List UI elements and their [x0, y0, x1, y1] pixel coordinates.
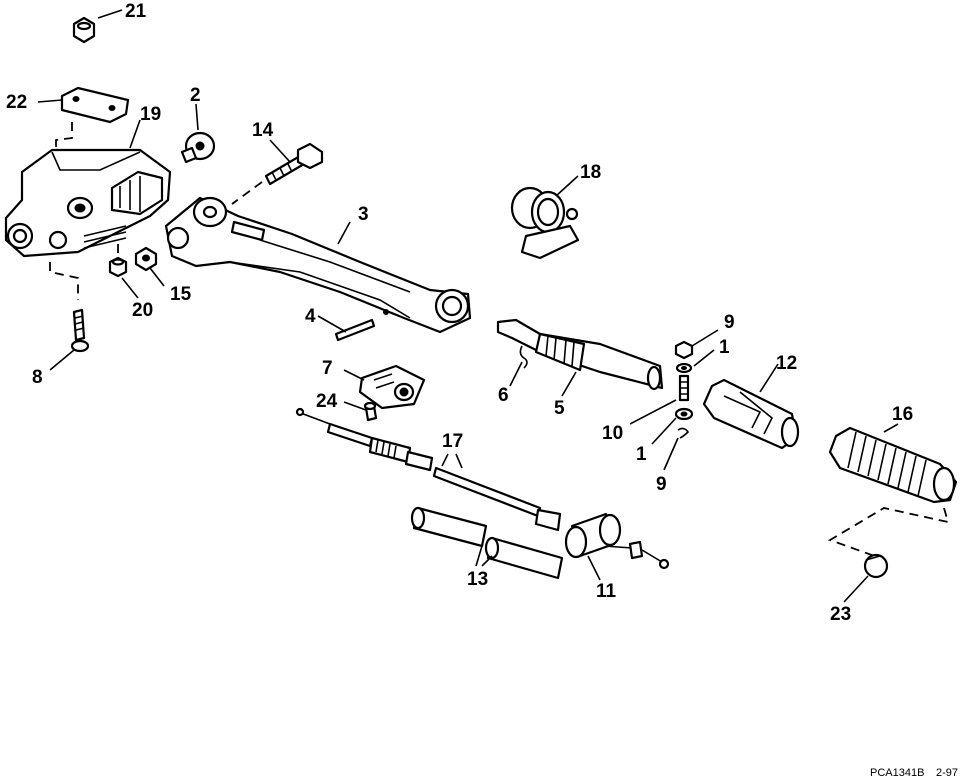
part-16-throttle-grip: [828, 426, 958, 504]
part-23-cap: [863, 553, 889, 579]
callout-9-upper: 9: [724, 312, 735, 333]
callout-23: 23: [830, 604, 851, 625]
callout-8: 8: [32, 367, 43, 388]
callout-6: 6: [498, 385, 509, 406]
figure-date: 2-97: [936, 767, 958, 779]
part-19-steering-bracket: [4, 148, 172, 258]
part-17-throttle-cable: [295, 407, 670, 570]
figure-code: PCA1341B: [870, 767, 924, 779]
part-4-pin: [334, 318, 376, 342]
callout-19: 19: [140, 104, 161, 125]
part-6-spring-clip: [519, 345, 528, 369]
callout-5: 5: [554, 398, 565, 419]
callout-3: 3: [358, 204, 369, 225]
part-21-nut: [72, 16, 96, 44]
part-5-throttle-shaft: [496, 318, 664, 391]
part-12-grip-insert: [702, 378, 800, 450]
part-13-sleeve-lower: [484, 536, 564, 580]
callout-14: 14: [252, 120, 274, 141]
part-13-sleeve-upper: [410, 506, 488, 548]
callout-10: 10: [602, 423, 623, 444]
part-7-bracket: [358, 364, 426, 410]
part-8-stud: [70, 308, 90, 353]
part-3-tiller-arm: [164, 196, 472, 334]
part-9-nut-upper: [674, 340, 694, 360]
part-1-washer-upper: [675, 362, 693, 374]
part-20-screw: [108, 256, 128, 278]
part-2-washer: [180, 131, 216, 164]
assembly-line-14: [231, 181, 263, 205]
callout-9-lower: 9: [656, 474, 667, 495]
callout-1-lower: 1: [636, 444, 647, 465]
callout-21: 21: [125, 1, 147, 22]
callout-15: 15: [170, 284, 192, 305]
callout-24: 24: [316, 391, 338, 412]
part-10-screw: [678, 374, 690, 402]
callout-22: 22: [6, 92, 27, 113]
callout-11: 11: [596, 581, 617, 602]
callout-16: 16: [892, 404, 913, 425]
assembly-line-19-8: [49, 262, 79, 300]
assembly-line-22: [55, 122, 73, 152]
leader-lines: [37, 9, 899, 603]
callout-7: 7: [322, 358, 333, 379]
part-15-nut: [134, 246, 158, 272]
callout-13: 13: [467, 569, 488, 590]
part-9-spring-lower: [677, 427, 690, 439]
callout-20: 20: [132, 300, 153, 321]
callout-labels: 21 22 19 2 14 3 18 20 15 4 8 7 24 9 1 12…: [6, 1, 913, 625]
callout-2: 2: [190, 85, 201, 106]
part-24-screw: [363, 401, 378, 422]
figure-footer: PCA1341B 2-97: [870, 767, 958, 779]
assembly-line-16-23: [827, 507, 950, 559]
part-22-plate: [60, 86, 130, 124]
part-1-washer-lower: [674, 407, 694, 421]
callout-1-upper: 1: [719, 337, 730, 358]
callout-17: 17: [442, 431, 463, 452]
callout-4: 4: [305, 306, 316, 327]
part-18-clamp: [510, 186, 580, 260]
callout-18: 18: [580, 162, 601, 183]
part-11-cable-anchor: [564, 512, 622, 559]
callout-12: 12: [776, 353, 797, 374]
part-14-bolt: [264, 142, 324, 186]
